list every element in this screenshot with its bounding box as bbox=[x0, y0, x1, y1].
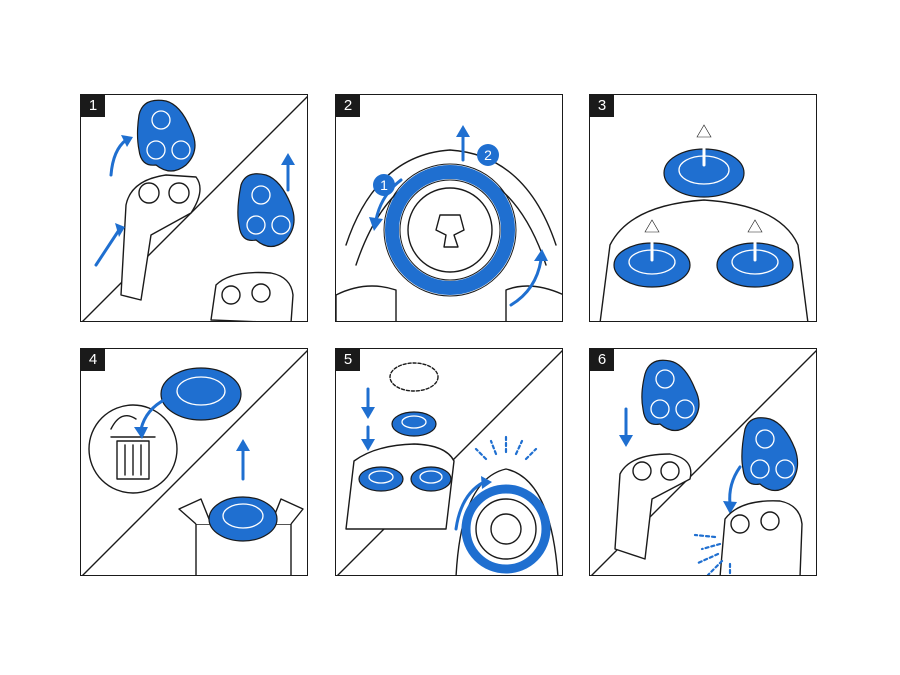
callout-2: 2 bbox=[484, 147, 492, 163]
shaver-head bbox=[720, 501, 802, 576]
step-number: 1 bbox=[81, 95, 105, 117]
shaver-body bbox=[121, 175, 200, 300]
callout-1: 1 bbox=[380, 177, 388, 193]
step-number: 3 bbox=[590, 95, 614, 117]
step-5-illustration bbox=[336, 349, 563, 576]
retaining-ring bbox=[384, 164, 516, 296]
step-1-panel: 1 bbox=[80, 94, 308, 322]
push-arrow bbox=[96, 230, 119, 265]
step-6-panel: 6 bbox=[589, 348, 817, 576]
step-5-panel: 5 bbox=[335, 348, 563, 576]
shaving-unit bbox=[138, 100, 196, 171]
cutter bbox=[392, 412, 436, 436]
step-3-panel: 3 bbox=[589, 94, 817, 322]
shaving-unit bbox=[742, 418, 798, 491]
step-number: 5 bbox=[336, 349, 360, 371]
step-4-illustration bbox=[81, 349, 308, 576]
shaving-unit bbox=[642, 360, 699, 430]
step-2-panel: 2 1 2 bbox=[335, 94, 563, 322]
step-number: 6 bbox=[590, 349, 614, 371]
new-cutter bbox=[209, 497, 277, 541]
lift-arrow bbox=[111, 140, 126, 175]
step-4-panel: 4 bbox=[80, 348, 308, 576]
retaining-ring bbox=[390, 363, 438, 391]
cutter bbox=[411, 467, 451, 491]
shaving-unit bbox=[238, 174, 294, 247]
step-1-illustration bbox=[81, 95, 308, 322]
step-6-illustration bbox=[590, 349, 817, 576]
press-arrow bbox=[730, 467, 740, 504]
cutter bbox=[359, 467, 403, 491]
step-2-illustration: 1 2 bbox=[336, 95, 563, 322]
step-3-illustration bbox=[590, 95, 817, 322]
shaver-head bbox=[211, 273, 293, 323]
used-cutter bbox=[161, 368, 241, 420]
step-number: 2 bbox=[336, 95, 360, 117]
step-number: 4 bbox=[81, 349, 105, 371]
